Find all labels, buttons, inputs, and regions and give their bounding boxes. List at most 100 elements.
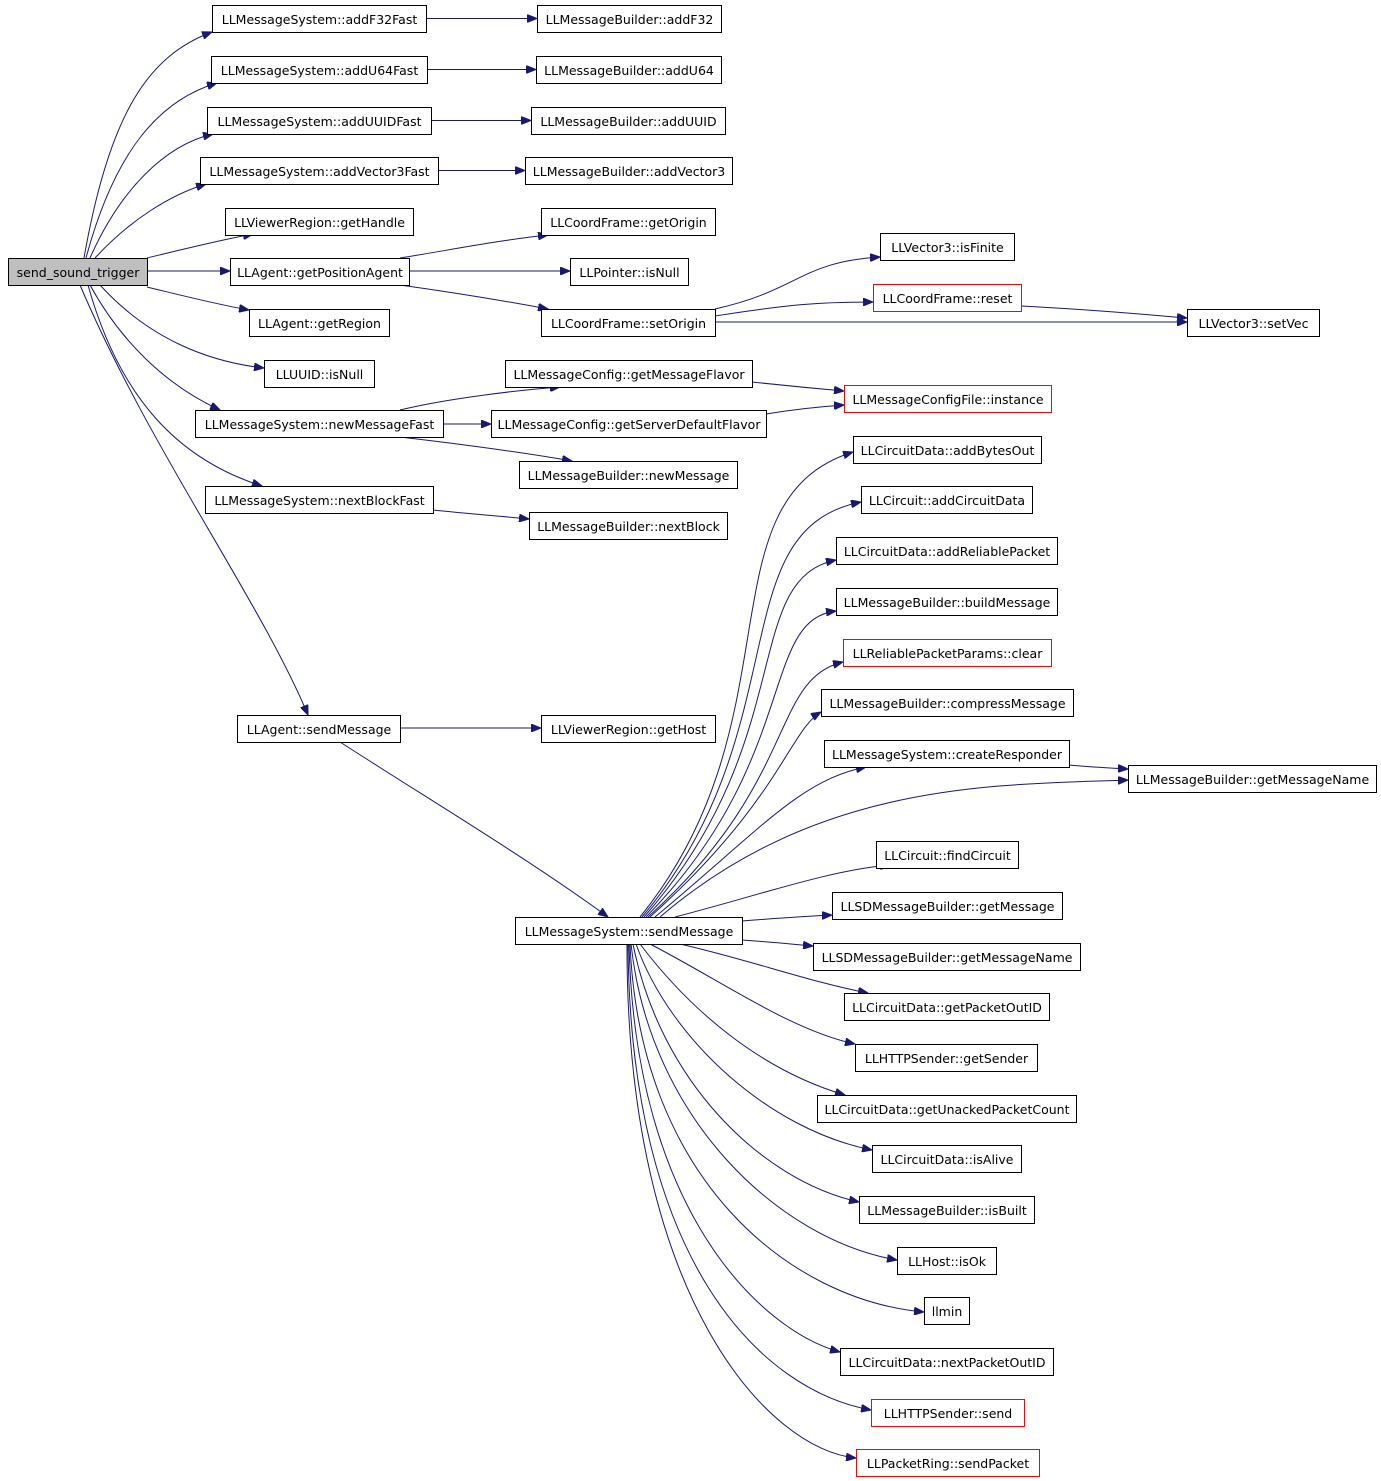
- node-addVector3[interactable]: LLMessageBuilder::addVector3: [525, 157, 733, 185]
- node-sendPacket[interactable]: LLPacketRing::sendPacket: [856, 1449, 1040, 1477]
- node-label: LLCircuitData::getUnackedPacketCount: [825, 1102, 1070, 1117]
- node-box: [880, 233, 1015, 261]
- edge-getServerDefaultFlavor-to-configInstance: [765, 405, 844, 415]
- node-nextPacketOutID[interactable]: LLCircuitData::nextPacketOutID: [840, 1348, 1054, 1376]
- node-sdGetMessage[interactable]: LLSDMessageBuilder::getMessage: [832, 892, 1063, 920]
- node-label: LLCoordFrame::getOrigin: [550, 215, 706, 230]
- node-addF32[interactable]: LLMessageBuilder::addF32: [537, 5, 722, 33]
- node-newMessage[interactable]: LLMessageBuilder::newMessage: [519, 461, 738, 489]
- node-getSender[interactable]: LLHTTPSender::getSender: [855, 1044, 1038, 1072]
- node-getHost[interactable]: LLViewerRegion::getHost: [541, 715, 716, 743]
- node-setOrigin[interactable]: LLCoordFrame::setOrigin: [541, 309, 716, 337]
- node-label: LLMessageConfig::getServerDefaultFlavor: [498, 417, 762, 432]
- node-msSendMessage[interactable]: LLMessageSystem::sendMessage: [515, 917, 743, 945]
- edge-getPositionAgent-to-getOrigin: [399, 235, 548, 259]
- node-addU64[interactable]: LLMessageBuilder::addU64: [536, 56, 722, 84]
- node-box: [249, 309, 390, 337]
- node-getServerDefaultFlavor[interactable]: LLMessageConfig::getServerDefaultFlavor: [491, 410, 767, 438]
- node-compressMessage[interactable]: LLMessageBuilder::compressMessage: [821, 689, 1074, 717]
- edge-root-to-getHandle: [146, 234, 253, 259]
- node-isFinite[interactable]: LLVector3::isFinite: [880, 233, 1015, 261]
- node-label: LLMessageBuilder::buildMessage: [844, 595, 1051, 610]
- node-addF32Fast[interactable]: LLMessageSystem::addF32Fast: [212, 5, 427, 33]
- edge-msSendMessage-to-getUnackedPacketCount: [639, 943, 845, 1095]
- node-rppClear[interactable]: LLReliablePacketParams::clear: [843, 639, 1052, 667]
- edge-msSendMessage-to-findCircuit: [674, 865, 890, 918]
- node-createResponder[interactable]: LLMessageSystem::createResponder: [824, 740, 1070, 768]
- node-label: LLCoordFrame::setOrigin: [551, 316, 706, 331]
- node-addU64Fast[interactable]: LLMessageSystem::addU64Fast: [211, 56, 428, 84]
- node-addUUID[interactable]: LLMessageBuilder::addUUID: [531, 107, 726, 135]
- node-label: LLCircuitData::getPacketOutID: [852, 1000, 1042, 1015]
- edge-msSendMessage-to-getPacketOutID: [679, 943, 868, 993]
- edge-msSendMessage-to-addBytesOut: [639, 452, 853, 918]
- node-agentSendMessage[interactable]: LLAgent::sendMessage: [237, 715, 401, 743]
- node-label: LLPacketRing::sendPacket: [867, 1456, 1029, 1471]
- node-label: LLAgent::getPositionAgent: [237, 265, 403, 280]
- node-pointerIsNull[interactable]: LLPointer::isNull: [570, 258, 689, 286]
- node-nextBlock[interactable]: LLMessageBuilder::nextBlock: [529, 512, 728, 540]
- node-addVector3Fast[interactable]: LLMessageSystem::addVector3Fast: [200, 157, 439, 185]
- node-getUnackedPacketCount[interactable]: LLCircuitData::getUnackedPacketCount: [817, 1095, 1077, 1123]
- node-addBytesOut[interactable]: LLCircuitData::addBytesOut: [853, 436, 1042, 464]
- node-configInstance[interactable]: LLMessageConfigFile::instance: [844, 385, 1052, 413]
- node-nextBlockFast[interactable]: LLMessageSystem::nextBlockFast: [205, 486, 434, 514]
- node-box: [237, 715, 401, 743]
- node-label: LLMessageSystem::createResponder: [832, 747, 1063, 762]
- node-label: llmin: [932, 1304, 963, 1319]
- node-addReliablePacket[interactable]: LLCircuitData::addReliablePacket: [836, 537, 1058, 565]
- node-getOrigin[interactable]: LLCoordFrame::getOrigin: [541, 208, 716, 236]
- node-reset[interactable]: LLCoordFrame::reset: [873, 284, 1022, 312]
- node-uuidIsNull[interactable]: LLUUID::isNull: [264, 360, 375, 388]
- node-getHandle[interactable]: LLViewerRegion::getHandle: [225, 208, 414, 236]
- node-getMessageName[interactable]: LLMessageBuilder::getMessageName: [1128, 765, 1377, 793]
- node-label: LLCircuitData::addReliablePacket: [844, 544, 1050, 559]
- node-label: LLPointer::isNull: [579, 265, 679, 280]
- node-box: [211, 56, 428, 84]
- node-getRegion[interactable]: LLAgent::getRegion: [249, 309, 390, 337]
- node-root[interactable]: send_sound_trigger: [8, 258, 148, 286]
- node-getPositionAgent[interactable]: LLAgent::getPositionAgent: [230, 258, 410, 286]
- edge-msSendMessage-to-isAlive: [635, 943, 872, 1150]
- node-findCircuit[interactable]: LLCircuit::findCircuit: [876, 841, 1019, 869]
- node-addCircuitData[interactable]: LLCircuit::addCircuitData: [861, 486, 1033, 514]
- node-box: [195, 410, 444, 438]
- node-getMessageFlavor[interactable]: LLMessageConfig::getMessageFlavor: [505, 360, 753, 388]
- edge-newMessageFast-to-newMessage: [399, 436, 572, 461]
- node-box: [843, 639, 1052, 667]
- node-layer: send_sound_trigger LLMessageSystem::addF3…: [8, 5, 1377, 1477]
- edge-getMessageFlavor-to-configInstance: [751, 381, 844, 391]
- node-label: LLCoordFrame::reset: [883, 291, 1013, 306]
- node-box: [824, 740, 1070, 768]
- node-isAlive[interactable]: LLCircuitData::isAlive: [872, 1145, 1022, 1173]
- node-getPacketOutID[interactable]: LLCircuitData::getPacketOutID: [844, 993, 1050, 1021]
- node-box: [840, 1348, 1054, 1376]
- node-addUUIDFast[interactable]: LLMessageSystem::addUUIDFast: [207, 107, 432, 135]
- edge-nextBlockFast-to-nextBlock: [432, 509, 529, 519]
- node-httpSend[interactable]: LLHTTPSender::send: [871, 1399, 1025, 1427]
- node-newMessageFast[interactable]: LLMessageSystem::newMessageFast: [195, 410, 444, 438]
- node-box: [515, 917, 743, 945]
- edge-msSendMessage-to-createResponder: [654, 767, 866, 918]
- edge-newMessageFast-to-getMessageFlavor: [399, 387, 560, 411]
- node-box: [537, 5, 722, 33]
- edge-msSendMessage-to-getMessageName: [659, 780, 1128, 918]
- node-label: LLMessageSystem::addUUIDFast: [217, 114, 421, 129]
- node-box: [821, 689, 1074, 717]
- node-setVec[interactable]: LLVector3::setVec: [1187, 309, 1320, 337]
- node-label: LLMessageBuilder::nextBlock: [537, 519, 720, 534]
- node-label: LLMessageConfig::getMessageFlavor: [513, 367, 745, 382]
- node-hostIsOk[interactable]: LLHost::isOk: [897, 1247, 997, 1275]
- node-label: LLSDMessageBuilder::getMessage: [841, 899, 1055, 914]
- edge-msSendMessage-to-hostIsOk: [630, 943, 897, 1260]
- node-buildMessage[interactable]: LLMessageBuilder::buildMessage: [836, 588, 1058, 616]
- node-isBuilt[interactable]: LLMessageBuilder::isBuilt: [859, 1196, 1035, 1224]
- node-box: [505, 360, 753, 388]
- node-sdGetMessageName[interactable]: LLSDMessageBuilder::getMessageName: [813, 943, 1081, 971]
- node-llmin[interactable]: llmin: [924, 1297, 970, 1325]
- edge-layer: [79, 19, 1187, 1459]
- edge-root-to-newMessageFast: [89, 284, 220, 410]
- edge-root-to-nextBlockFast: [87, 284, 262, 486]
- node-box: [225, 208, 414, 236]
- node-label: LLHTTPSender::getSender: [865, 1051, 1029, 1066]
